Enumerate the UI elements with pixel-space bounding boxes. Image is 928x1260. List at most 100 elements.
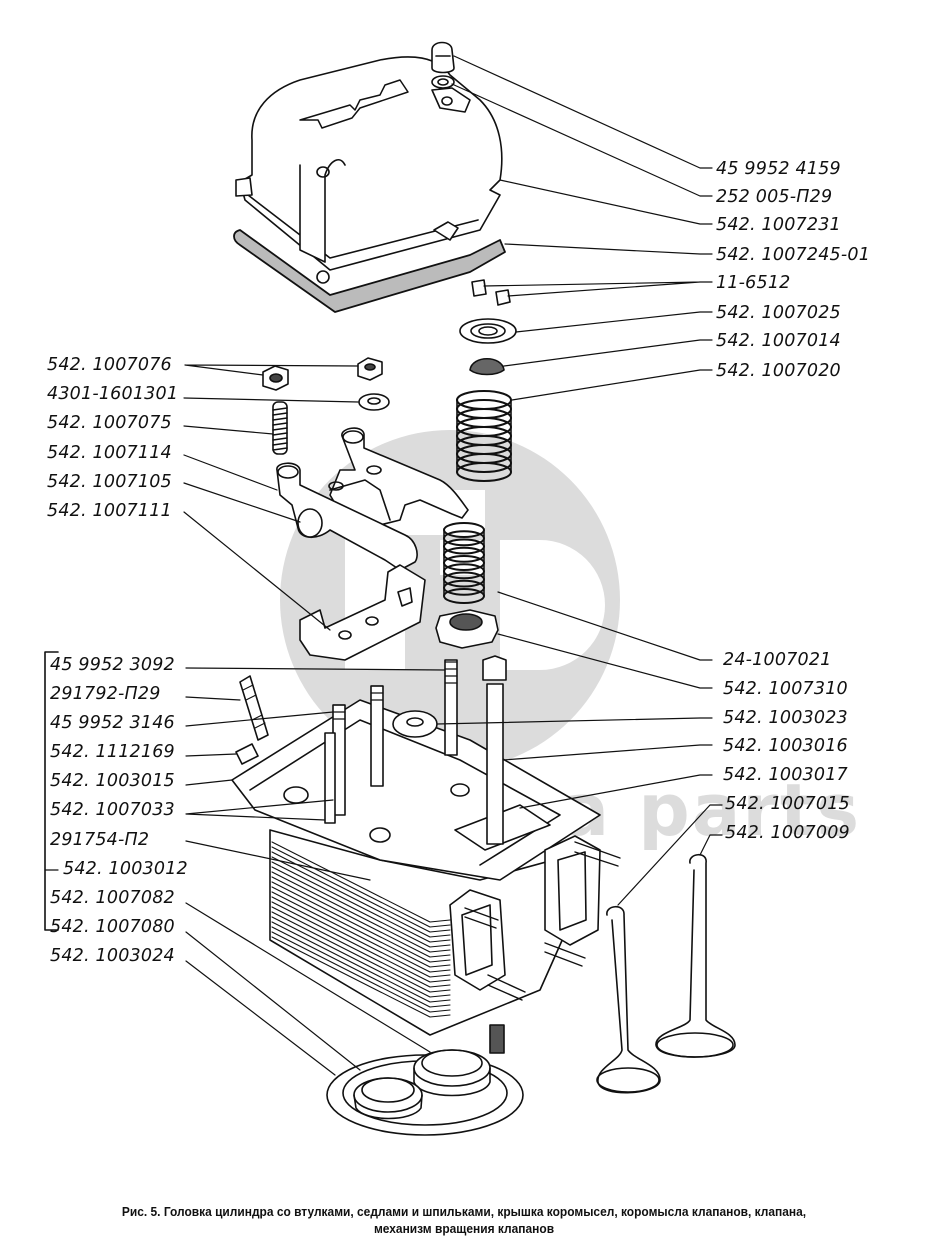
- screw-thread: [272, 407, 288, 411]
- figure-caption: Рис. 5. Головка цилиндра со втулками, се…: [37, 1203, 891, 1237]
- part-label-24-1007021[interactable]: 24-1007021: [723, 650, 832, 670]
- spring-outline: [443, 529, 485, 597]
- head-studs: [324, 659, 458, 824]
- head-bolt: [482, 655, 507, 845]
- cooling-fin: [271, 906, 451, 988]
- spring-coil: [443, 546, 485, 563]
- spring-coil: [443, 571, 485, 588]
- part-label-291754-p2[interactable]: 291754-П2: [50, 830, 150, 850]
- caption-line-2: механизм вращения клапанов: [373, 1221, 555, 1236]
- part-label-11-6512[interactable]: 11-6512: [716, 273, 791, 293]
- part-label-542-1007080[interactable]: 542. 1007080: [50, 917, 175, 937]
- part-label-542-1003023[interactable]: 542. 1003023: [723, 708, 848, 728]
- screw-thread: [272, 432, 288, 436]
- part-label-291792-p29[interactable]: 291792-П29: [50, 684, 161, 704]
- part-label-542-1007015[interactable]: 542. 1007015: [725, 794, 850, 814]
- part-label-542-1003016[interactable]: 542. 1003016: [723, 736, 848, 756]
- part-label-542-1003015[interactable]: 542. 1003015: [50, 771, 175, 791]
- cooling-fin: [271, 921, 451, 1003]
- valve-rotator: [435, 609, 499, 649]
- spring-coil: [443, 555, 485, 571]
- cooling-fin: [271, 861, 451, 943]
- part-label-542-1007014[interactable]: 542. 1007014: [716, 331, 841, 351]
- adjusting-screw: [272, 401, 288, 455]
- cooling-fin: [271, 881, 451, 963]
- cap-nut: [431, 41, 455, 74]
- outer-valve-spring: [456, 390, 512, 482]
- caption-line-1: Рис. 5. Головка цилиндра со втулками, се…: [121, 1204, 807, 1219]
- cover-gasket: [233, 229, 506, 313]
- cooling-fin: [271, 841, 451, 923]
- part-label-542-1007310[interactable]: 542. 1007310: [723, 679, 848, 699]
- cooling-fin: [271, 926, 451, 1008]
- exhaust-seat: [353, 1077, 423, 1120]
- exhaust-valve: [596, 905, 661, 1094]
- cooling-fin: [271, 866, 451, 948]
- screw-thread: [272, 422, 288, 426]
- part-label-4301-1601301[interactable]: 4301-1601301: [47, 384, 179, 404]
- cooling-fin: [271, 851, 451, 933]
- part-label-542-1007025[interactable]: 542. 1007025: [716, 303, 841, 323]
- screw-thread: [272, 437, 288, 441]
- cooling-fin: [271, 846, 451, 928]
- part-label-542-1003024[interactable]: 542. 1003024: [50, 946, 175, 966]
- part-label-542-1007020[interactable]: 542. 1007020: [716, 361, 841, 381]
- rocker-arm-assembly: [276, 427, 469, 571]
- part-label-542-1003012[interactable]: 542. 1003012: [63, 859, 188, 879]
- leader-lines: [44, 55, 723, 1076]
- screw-thread: [272, 442, 288, 446]
- loose-stud: [239, 675, 269, 741]
- cooling-fin: [271, 856, 451, 938]
- inner-valve-spring: [443, 522, 485, 604]
- part-label-45-9952-3146[interactable]: 45 9952 3146: [50, 713, 175, 733]
- cooling-fin: [271, 891, 451, 973]
- cooling-fin: [271, 936, 451, 1018]
- part-label-542-1007231[interactable]: 542. 1007231: [716, 215, 841, 235]
- part-label-542-1007114[interactable]: 542. 1007114: [47, 443, 172, 463]
- cooling-fin: [271, 896, 451, 978]
- intake-valve: [655, 853, 736, 1058]
- screw-thread: [272, 427, 288, 431]
- side-studs: [464, 841, 621, 1001]
- screw-thread: [272, 447, 288, 451]
- spring-coil: [443, 563, 485, 580]
- part-label-542-1007075[interactable]: 542. 1007075: [47, 413, 172, 433]
- gaz-logo: [299, 79, 409, 129]
- part-label-45-9952-3092[interactable]: 45 9952 3092: [50, 655, 175, 675]
- spring-outline: [456, 399, 512, 473]
- cover-washer: [431, 75, 455, 89]
- part-label-542-1007082[interactable]: 542. 1007082: [50, 888, 175, 908]
- exploded-diagram: [44, 41, 736, 1136]
- part-label-542-1007033[interactable]: 542. 1007033: [50, 800, 175, 820]
- cooling-fin: [271, 886, 451, 968]
- part-label-252-005-p29[interactable]: 252 005-П29: [716, 187, 833, 207]
- dowel-pin: [235, 743, 259, 765]
- part-label-542-1007111[interactable]: 542. 1007111: [47, 501, 172, 521]
- part-label-542-1003017[interactable]: 542. 1003017: [723, 765, 848, 785]
- cooling-fin: [271, 901, 451, 983]
- part-label-542-1007009[interactable]: 542. 1007009: [725, 823, 850, 843]
- cylinder-head: [231, 699, 601, 1054]
- spring-coil: [443, 538, 485, 555]
- cooling-fin: [271, 871, 451, 953]
- cooling-fin: [271, 931, 451, 1013]
- cooling-fin: [271, 916, 451, 998]
- rocker-nuts: [262, 357, 383, 391]
- rocker-bracket: [299, 564, 426, 661]
- spring-coil: [443, 522, 485, 538]
- valve-stem-seal: [469, 357, 505, 376]
- part-label-45-9952-4159[interactable]: 45 9952 4159: [716, 159, 841, 179]
- watermark-letter-b: [500, 540, 605, 670]
- valve-collets: [471, 279, 511, 306]
- part-label-542-1007105[interactable]: 542. 1007105: [47, 472, 172, 492]
- washer-boss: [392, 710, 438, 738]
- cooling-fin: [271, 911, 451, 993]
- rocker-washer: [358, 393, 390, 411]
- screw-thread: [272, 412, 288, 416]
- screw-thread: [272, 417, 288, 421]
- part-label-542-1007076[interactable]: 542. 1007076: [47, 355, 172, 375]
- rocker-shaft: [297, 508, 323, 538]
- cooling-fin: [271, 876, 451, 958]
- part-label-542-1007245-01[interactable]: 542. 1007245-01: [716, 245, 871, 265]
- part-label-542-1112169[interactable]: 542. 1112169: [50, 742, 175, 762]
